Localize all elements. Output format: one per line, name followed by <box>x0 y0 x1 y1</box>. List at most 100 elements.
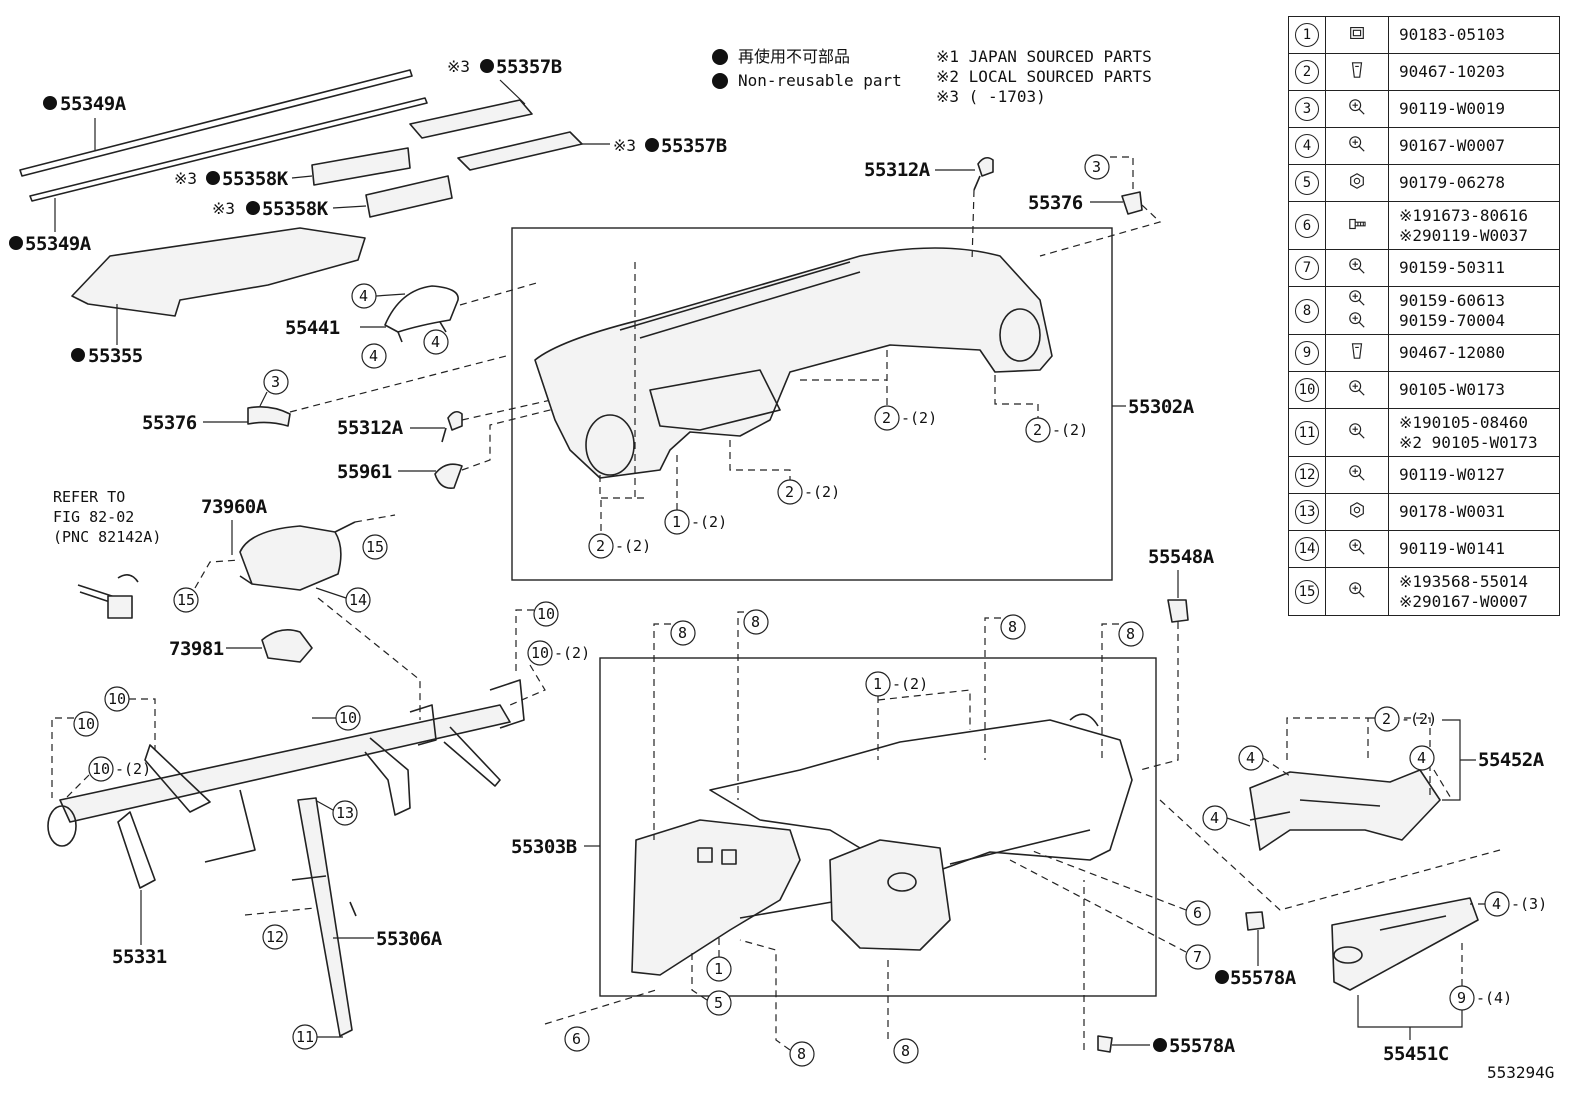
callout-4: 4 <box>361 343 387 369</box>
callout-10-qty: -(2) <box>554 644 590 662</box>
label-55548A: 55548A <box>1148 546 1215 568</box>
clip-55578A <box>1245 911 1265 931</box>
table-row: 11※190105-08460※2 90105-W0173 <box>1288 408 1560 457</box>
screw-icon <box>1325 249 1389 287</box>
svg-text:4: 4 <box>1492 895 1501 913</box>
svg-text:8: 8 <box>751 613 760 631</box>
label-55349A-bottom: 55349A <box>25 233 92 255</box>
callout-8: 8 <box>743 609 769 635</box>
part-number-line: 90167-W0007 <box>1399 136 1505 155</box>
callout-10: 10 <box>104 686 130 712</box>
part-number-line: ※290119-W0037 <box>1399 225 1528 245</box>
callout-10: 10 <box>73 711 99 737</box>
svg-text:3: 3 <box>1092 158 1101 176</box>
part-number-line: 90119-W0141 <box>1399 539 1505 558</box>
callout-3: 3 <box>1084 154 1110 180</box>
callout-1: 1 <box>706 956 732 982</box>
row-number: 10 <box>1288 371 1326 409</box>
svg-text:4: 4 <box>359 287 368 305</box>
label-55441: 55441 <box>285 317 340 339</box>
svg-text:9: 9 <box>1457 989 1466 1007</box>
figure-id: 553294G <box>1487 1063 1554 1082</box>
label-55578A-a: 55578A <box>1230 967 1297 989</box>
label-55376-left: 55376 <box>142 412 197 434</box>
refer-to-line1: REFER TO <box>53 488 125 506</box>
svg-text:2: 2 <box>596 537 605 555</box>
part-number: 90179-06278 <box>1388 164 1560 202</box>
callout-4: 4 <box>423 329 449 355</box>
part-number: 90467-10203 <box>1388 53 1560 91</box>
label-55376-right: 55376 <box>1028 192 1083 214</box>
row-number: 7 <box>1288 249 1326 287</box>
callout-8: 8 <box>789 1041 815 1067</box>
callout-9: 9 <box>1449 985 1475 1011</box>
svg-text:3: 3 <box>271 373 280 391</box>
panel-55302A-box <box>511 227 1113 581</box>
part-number-line: ※193568-55014 <box>1399 571 1528 591</box>
screw-icon <box>1325 286 1389 335</box>
row-number: 5 <box>1288 164 1326 202</box>
callout-15: 15 <box>362 534 388 560</box>
label-55358K-a-mark: ※3 <box>174 169 197 188</box>
svg-text:4: 4 <box>1417 749 1426 767</box>
screw-icon <box>1325 371 1389 409</box>
part-number-line: 90467-10203 <box>1399 62 1505 81</box>
nut-icon <box>1325 164 1389 202</box>
clip-55578A-b <box>1097 1035 1113 1053</box>
callout-8: 8 <box>1000 614 1026 640</box>
callout-4-qty: -(3) <box>1511 895 1547 913</box>
row-number: 15 <box>1288 567 1326 616</box>
svg-text:4: 4 <box>1210 809 1219 827</box>
svg-text:8: 8 <box>901 1042 910 1060</box>
row-number-circle: 6 <box>1295 213 1319 238</box>
svg-text:14: 14 <box>349 591 367 609</box>
bracket-55376 <box>247 406 291 427</box>
table-row: 6 ※191673-80616※290119-W0037 <box>1288 201 1560 250</box>
part-number: ※191673-80616※290119-W0037 <box>1388 201 1560 250</box>
callout-1: 1 <box>664 509 690 535</box>
label-73981: 73981 <box>169 638 224 660</box>
harness-connector <box>77 574 139 619</box>
row-number: 6 <box>1288 201 1326 250</box>
row-number: 13 <box>1288 493 1326 531</box>
callout-2-qty: -(2) <box>615 537 651 555</box>
row-number-circle: 1 <box>1295 23 1319 47</box>
label-55358K-b: 55358K <box>262 198 329 220</box>
part-number-line: ※190105-08460 <box>1399 412 1528 432</box>
callout-15: 15 <box>173 587 199 613</box>
svg-text:15: 15 <box>366 538 384 556</box>
part-number: 90167-W0007 <box>1388 127 1560 165</box>
callout-8: 8 <box>1118 621 1144 647</box>
callout-1-qty: -(2) <box>691 513 727 531</box>
label-55357B-top-mark: ※3 <box>447 57 470 76</box>
hood-55441 <box>384 285 459 343</box>
part-number-line: ※2 90105-W0173 <box>1399 432 1538 452</box>
cover-55451C <box>1331 897 1479 991</box>
moulding-55349A <box>19 69 428 202</box>
callout-2-qty: -(2) <box>1401 710 1437 728</box>
bolt-icon <box>1325 201 1389 250</box>
table-row: 15※193568-55014※290167-W0007 <box>1288 567 1560 616</box>
label-73960A: 73960A <box>201 496 268 518</box>
screw-icon <box>1325 127 1389 165</box>
label-55961: 55961 <box>337 461 392 483</box>
svg-text:2: 2 <box>1382 710 1391 728</box>
callout-4: 4 <box>1238 745 1264 771</box>
panel-55303B-box <box>599 657 1157 997</box>
svg-text:10: 10 <box>339 709 357 727</box>
part-number-line: 90183-05103 <box>1399 25 1505 44</box>
label-55357B-top: 55357B <box>496 56 562 78</box>
callout-6: 6 <box>1185 900 1211 926</box>
clip-icon <box>1325 53 1389 91</box>
callout-4: 4 <box>1409 745 1435 771</box>
screw-icon <box>1325 567 1389 616</box>
svg-text:1: 1 <box>873 675 882 693</box>
bracket-73981 <box>261 629 313 663</box>
svg-text:5: 5 <box>714 994 723 1012</box>
callout-10: 10 <box>88 756 114 782</box>
